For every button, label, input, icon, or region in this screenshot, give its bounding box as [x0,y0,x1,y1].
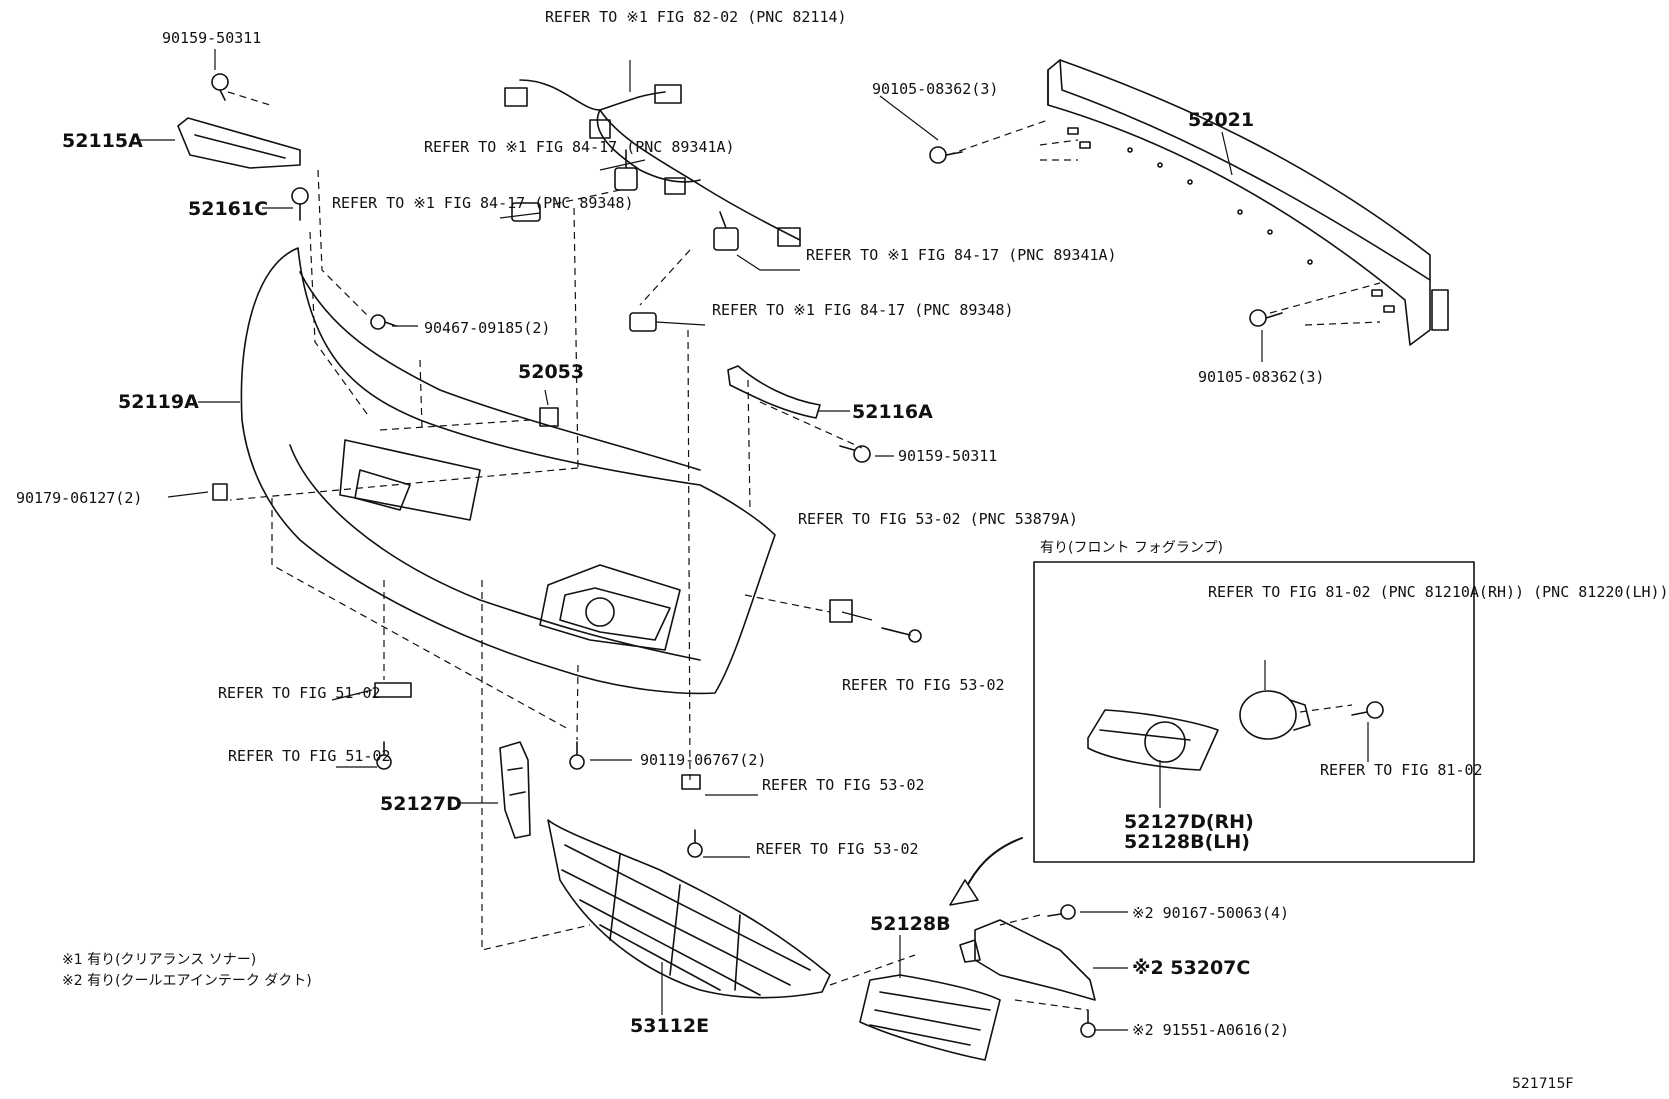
label-90119: 90119-06767(2) [640,751,767,769]
bolt-icon [211,73,1384,1038]
inset-title: 有り(フロント フォグランプ) [1040,540,1223,556]
label-52128b: 52128B [870,913,951,935]
leader-lines [140,49,1369,1031]
ref-82114: REFER TO ※1 FIG 82-02 (PNC 82114) [545,8,847,26]
ref-53-02-b: REFER TO FIG 53-02 [762,776,925,794]
sensor-retainer-left[interactable] [511,202,541,222]
bumper-reinforcement-52021[interactable] [1047,59,1449,346]
sensor-retainer-right[interactable] [629,312,657,332]
label-90467: 90467-09185(2) [424,319,551,337]
label-90159-top: 90159-50311 [162,29,262,47]
diagram-id: 521715F [1512,1076,1574,1092]
ref-53-02-a: REFER TO FIG 53-02 [842,676,1005,694]
ref-53-02-c: REFER TO FIG 53-02 [756,840,919,858]
label-52119a: 52119A [118,391,199,413]
label-91551: ※2 91551-A0616(2) [1132,1021,1290,1039]
ref-81-02-inset: REFER TO FIG 81-02 (PNC 81210A(RH)) (PNC… [1208,583,1669,601]
lower-grille-53112e[interactable] [547,819,831,999]
parts-diagram-canvas [140,49,1475,1061]
sonar-sensor-right[interactable] [713,211,739,251]
fog-lamp-inset[interactable] [1239,690,1311,740]
ref-51-02-b: REFER TO FIG 51-02 [228,747,391,765]
fog-lamp-bezel-inset[interactable] [1087,709,1219,771]
ref-89341a-right: REFER TO ※1 FIG 84-17 (PNC 89341A) [806,246,1117,264]
dashed-lines [227,91,1381,1011]
label-52053: 52053 [518,361,585,383]
ref-53879a: REFER TO FIG 53-02 (PNC 53879A) [798,510,1078,528]
fog-lamp-inset-box [1033,561,1475,863]
ref-89341a-left: REFER TO ※1 FIG 84-17 (PNC 89341A) [424,138,735,156]
note-2: ※2 有り(クールエアインテーク ダクト) [62,973,312,989]
label-53112e: 53112E [630,1015,710,1037]
fog-cover-52128b[interactable] [859,974,1001,1061]
bumper-retainer-52116a[interactable] [727,365,821,419]
ref-89348-left: REFER TO ※1 FIG 84-17 (PNC 89348) [332,194,634,212]
inset-arrow [964,837,1023,891]
label-90159-mid: 90159-50311 [898,447,998,465]
label-inset-lh: 52128B(LH) [1124,831,1250,853]
label-52021: 52021 [1188,109,1255,131]
bumper-bracket-52115a[interactable] [177,117,301,169]
label-52127d: 52127D [380,793,462,815]
ref-51-02-a: REFER TO FIG 51-02 [218,684,381,702]
label-52115a: 52115A [62,130,143,152]
ref-81-02-b: REFER TO FIG 81-02 [1320,761,1483,779]
label-90105-top: 90105-08362(3) [872,80,999,98]
label-90105-bot: 90105-08362(3) [1198,368,1325,386]
air-duct-53207c[interactable] [959,919,1096,1001]
label-52116a: 52116A [852,401,933,423]
note-1: ※1 有り(クリアランス ソナー) [62,952,257,968]
label-52161c: 52161C [188,198,269,220]
wiring-harness-82114[interactable] [504,79,801,247]
label-90167: ※2 90167-50063(4) [1132,904,1290,922]
label-53207c: ※2 53207C [1132,957,1251,979]
label-inset-rh: 52127D(RH) [1124,811,1254,833]
label-90179: 90179-06127(2) [16,489,143,507]
bumper-cover-52119a[interactable] [240,247,776,695]
sonar-sensor-left[interactable] [614,149,638,191]
ref-89348-right: REFER TO ※1 FIG 84-17 (PNC 89348) [712,301,1014,319]
fog-cover-52127d[interactable] [499,741,531,839]
